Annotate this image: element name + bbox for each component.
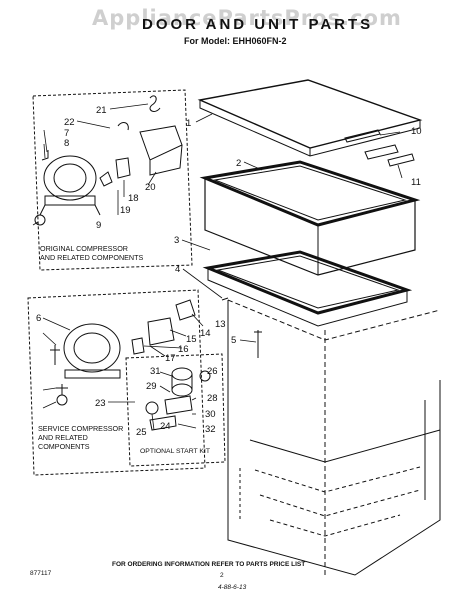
callout-22: 22: [64, 117, 75, 128]
leader-lines: [32, 103, 403, 431]
callout-7: 7: [64, 128, 69, 139]
callout-29: 29: [146, 381, 157, 392]
callout-32: 32: [205, 424, 216, 435]
callout-23: 23: [95, 398, 106, 409]
start-kit-components: [145, 367, 211, 431]
callout-8: 8: [64, 138, 69, 149]
watermark: AppliancePartsPros.com: [92, 6, 402, 30]
document-code: 877117: [30, 570, 52, 577]
callout-17: 17: [165, 353, 176, 364]
service-caption-line-3: COMPONENTS: [38, 442, 90, 451]
callout-16: 16: [178, 344, 189, 355]
drain-part: [254, 330, 262, 358]
original-caption-line-2: AND RELATED COMPONENTS: [40, 253, 144, 262]
callout-11: 11: [411, 177, 421, 188]
callout-28: 28: [207, 393, 218, 404]
diagram-title: DOOR AND UNIT PARTS: [142, 16, 374, 33]
callout-13: 13: [215, 319, 226, 330]
callout-31: 31: [150, 366, 161, 377]
callout-25: 25: [136, 427, 147, 438]
service-caption-line-1: SERVICE COMPRESSOR: [38, 424, 124, 433]
callout-4: 4: [175, 264, 180, 275]
handwritten-note: 4-88-6-13: [218, 584, 247, 591]
gasket-part: [199, 160, 421, 276]
lid-part: [197, 79, 423, 157]
callout-19: 19: [120, 205, 131, 216]
callout-18: 18: [128, 193, 139, 204]
callout-21: 21: [96, 105, 107, 116]
page-number: 2: [220, 572, 224, 579]
service-compressor: [50, 323, 121, 406]
service-caption-line-2: AND RELATED: [38, 433, 88, 442]
callout-10: 10: [411, 126, 422, 137]
callout-numbers: 1 2 3 4 5 6 7 8 9 10 11 13 14 15 16 17 1…: [36, 105, 422, 438]
service-components: [131, 299, 196, 355]
original-compressor-caption: ORIGINAL COMPRESSOR AND RELATED COMPONEN…: [40, 244, 143, 262]
callout-30: 30: [205, 409, 216, 420]
callout-26: 26: [207, 366, 218, 377]
original-compressor-box: [32, 89, 193, 271]
model-label: For Model: EHH060FN-2: [184, 36, 287, 46]
hinge-parts: [364, 144, 415, 167]
original-components: [99, 95, 183, 187]
callout-24: 24: [160, 421, 171, 432]
service-compressor-caption: SERVICE COMPRESSOR AND RELATED COMPONENT…: [38, 424, 123, 451]
screw-part: [221, 297, 229, 301]
callout-1: 1: [186, 118, 191, 129]
callout-20: 20: [145, 182, 156, 193]
callout-3: 3: [174, 235, 179, 246]
original-compressor: [34, 150, 101, 226]
cabinet-part: [227, 299, 441, 576]
callout-5: 5: [231, 335, 236, 346]
callout-14: 14: [200, 328, 211, 339]
original-caption-line-1: ORIGINAL COMPRESSOR: [40, 244, 128, 253]
ordering-info: FOR ORDERING INFORMATION REFER TO PARTS …: [112, 561, 306, 568]
start-kit-caption: OPTIONAL START KIT: [140, 448, 210, 455]
start-kit-box: [125, 353, 226, 467]
callout-9: 9: [96, 220, 101, 231]
liner-part: [202, 250, 413, 327]
callout-6: 6: [36, 313, 41, 324]
callout-2: 2: [236, 158, 241, 169]
callout-15: 15: [186, 334, 197, 345]
